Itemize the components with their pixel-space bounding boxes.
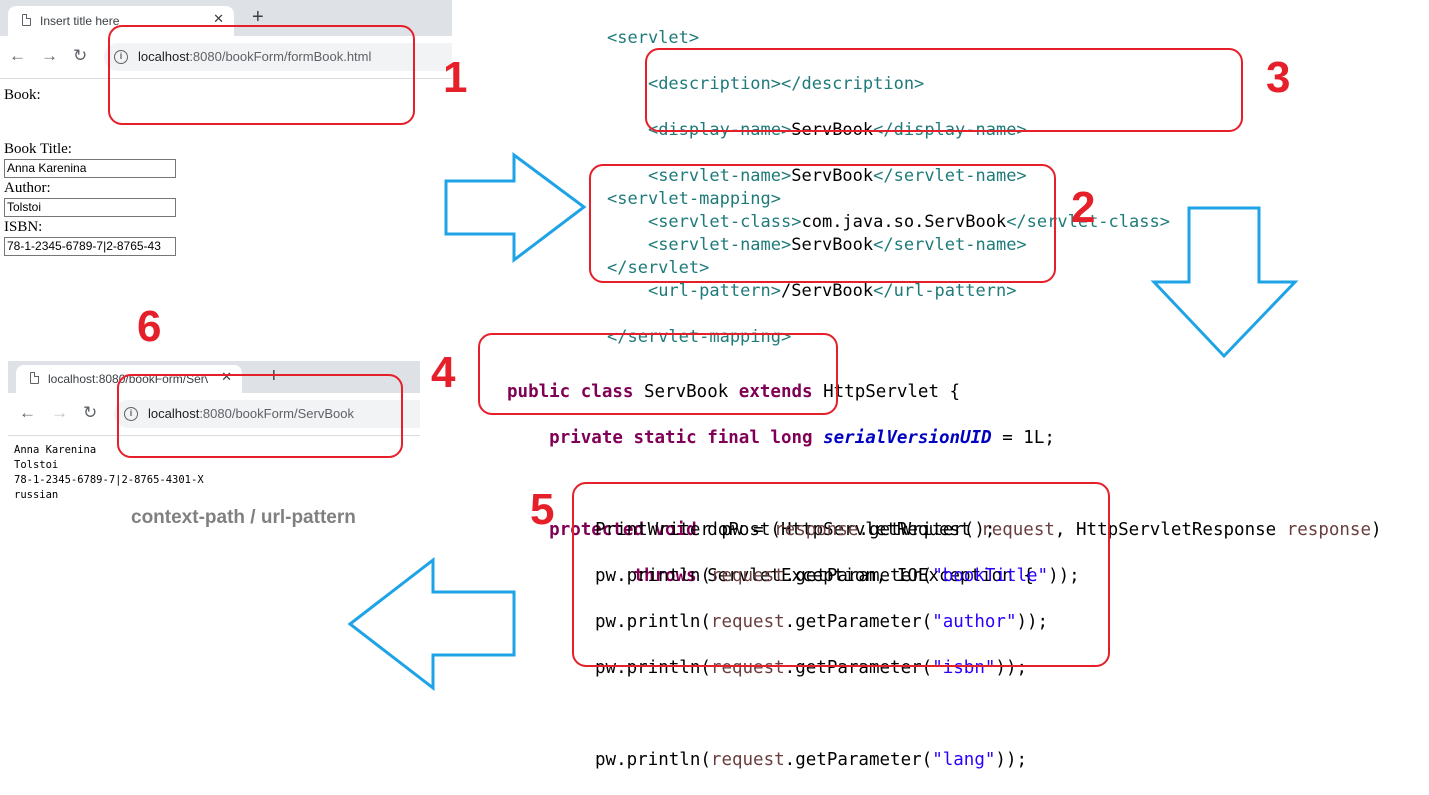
back-arrow-icon[interactable]: ←: [9, 46, 26, 65]
tab-close-icon[interactable]: ✕: [213, 11, 224, 26]
author-input[interactable]: Tolstoi: [4, 198, 176, 217]
annotation-box-4: [478, 333, 838, 415]
code-line: <servlet-mapping>: [607, 189, 781, 209]
marker-6: 6: [137, 302, 162, 351]
code-line: private static final long serialVersionU…: [549, 428, 1055, 448]
navigation-bar: ← → ↻ i localhost:8080/bookForm/ServBook: [8, 393, 420, 436]
tab-title: Insert title here: [40, 14, 120, 28]
page-icon: [30, 371, 40, 384]
url-text: localhost:8080/bookForm/formBook.html: [138, 49, 372, 64]
code-line: throws ServletException, IOException {: [633, 566, 1034, 586]
marker-4: 4: [431, 348, 456, 397]
arrow-down-icon: [1150, 206, 1299, 359]
java-class-code: public class ServBook extends HttpServle…: [507, 358, 1382, 611]
book-title-input[interactable]: Anna Karenina: [4, 159, 176, 178]
address-bar[interactable]: i localhost:8080/bookForm/ServBook: [114, 400, 420, 428]
code-line: </servlet-mapping>: [607, 327, 792, 347]
reload-icon[interactable]: ↻: [73, 46, 88, 65]
new-tab-button[interactable]: +: [252, 6, 264, 28]
browser-window-result: localhost:8080/bookForm/ServBook ✕ + ← →…: [8, 361, 420, 437]
isbn-label: ISBN:: [4, 219, 43, 235]
code-line: PrintWriter pw = response.getWriter();: [595, 520, 996, 540]
code-line: </servlet>: [607, 258, 710, 278]
arrow-left-icon: [347, 556, 516, 692]
annotation-box-6: [117, 374, 403, 458]
output-line: russian: [14, 489, 59, 501]
servlet-xml: <servlet> <description></description> <d…: [607, 4, 1170, 303]
tab-close-icon[interactable]: ✕: [221, 369, 232, 384]
code-line: pw.println(request.getParameter("bookTit…: [595, 566, 1080, 586]
code-line: <url-pattern>/ServBook</url-pattern>: [647, 281, 1017, 301]
code-line: pw.println(request.getParameter("author"…: [595, 612, 1049, 632]
author-label: Author:: [4, 180, 51, 196]
reload-icon[interactable]: ↻: [83, 403, 98, 422]
code-line: pw.println(request.getParameter("lang"))…: [595, 750, 1028, 770]
code-line: pw.println(request.getParameter("isbn"))…: [595, 658, 1028, 678]
tab-strip: Insert title here ✕ +: [0, 0, 452, 36]
book-title-label: Book Title:: [4, 141, 72, 157]
code-line: <servlet-class>com.java.so.ServBook</ser…: [647, 212, 1170, 232]
forward-arrow-icon[interactable]: →: [41, 46, 58, 65]
code-line: <servlet>: [607, 28, 700, 48]
code-line: [595, 703, 1080, 726]
annotation-box-3: [645, 48, 1243, 132]
page-icon: [22, 13, 32, 26]
code-line: protected void doPost(HttpServletRequest…: [549, 520, 1382, 540]
marker-2: 2: [1071, 183, 1096, 232]
marker-3: 3: [1266, 53, 1291, 102]
arrow-right-icon: [444, 152, 587, 264]
url-text: localhost:8080/bookForm/ServBook: [148, 406, 354, 421]
new-tab-button[interactable]: +: [268, 365, 280, 387]
code-line: public class ServBook extends HttpServle…: [507, 382, 961, 402]
annotation-box-2: [589, 164, 1056, 283]
info-icon[interactable]: i: [114, 50, 128, 64]
marker-1: 1: [443, 53, 468, 102]
isbn-input[interactable]: 78-1-2345-6789-7|2-8765-43: [4, 237, 176, 256]
form-heading: Book:: [4, 87, 41, 103]
result-output: Anna Karenina Tolstoi 78-1-2345-6789-7|2…: [14, 443, 204, 503]
code-line: <servlet-name>ServBook</servlet-name>: [647, 166, 1027, 186]
servlet-mapping-xml: <servlet-mapping> <servlet-name>ServBook…: [607, 165, 1027, 372]
annotation-box-1: [108, 25, 415, 125]
output-line: Tolstoi: [14, 459, 59, 471]
forward-arrow-icon[interactable]: →: [51, 403, 68, 422]
output-line: 78-1-2345-6789-7|2-8765-4301-X: [14, 474, 204, 486]
flow-arrows: [347, 152, 1299, 692]
code-line: <servlet-name>ServBook</servlet-name>: [647, 235, 1027, 255]
address-bar[interactable]: i localhost:8080/bookForm/formBook.html: [104, 43, 452, 71]
code-line: <description></description>: [647, 74, 925, 94]
output-line: Anna Karenina: [14, 444, 97, 456]
marker-5: 5: [530, 485, 555, 534]
info-icon[interactable]: i: [124, 407, 138, 421]
caption: context-path / url-pattern: [131, 507, 356, 528]
browser-window-form: Insert title here ✕ + ← → ↻ i localhost:…: [0, 0, 452, 80]
navigation-bar: ← → ↻ i localhost:8080/bookForm/formBook…: [0, 36, 452, 79]
annotation-box-5: [572, 482, 1110, 667]
back-arrow-icon[interactable]: ←: [19, 403, 36, 422]
